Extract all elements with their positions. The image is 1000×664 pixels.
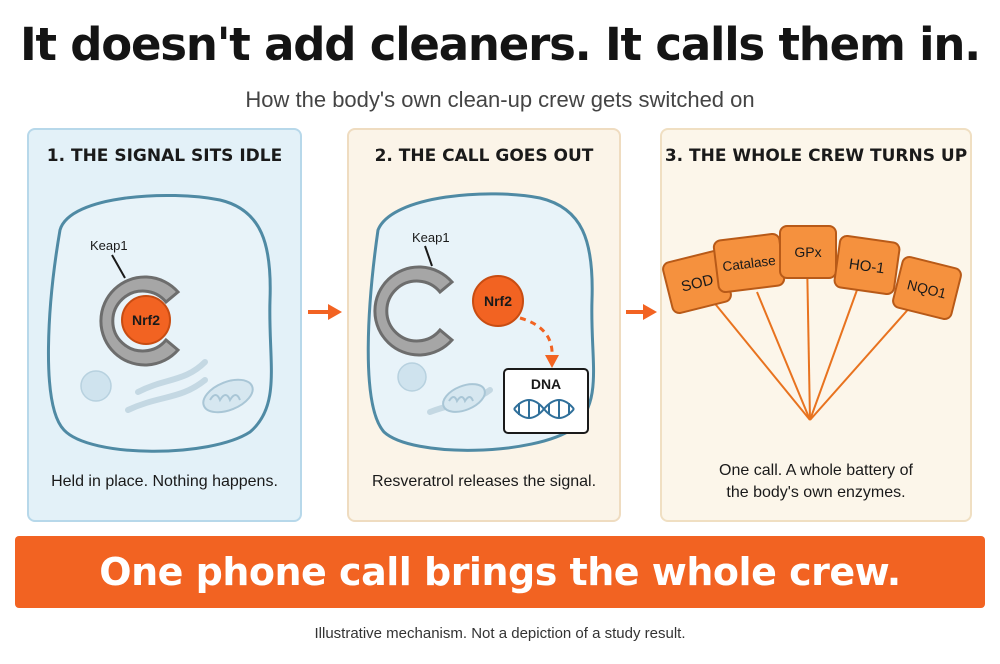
panel-crew-turns-up [660, 128, 972, 522]
endoplasmic-reticulum [125, 359, 208, 413]
page-title: It doesn't add cleaners. It calls them i… [19, 18, 981, 71]
enzyme-catalase: Catalase [712, 232, 786, 294]
panel-caption-1: Held in place. Nothing happens. [51, 473, 278, 490]
panel-caption-2: Resveratrol releases the signal. [371, 473, 597, 490]
panel-title-3: 3. THE WHOLE CREW TURNS UP [664, 146, 968, 166]
keap1-label-2: Keap1 [412, 230, 450, 245]
mitochondrion-icon-2 [442, 383, 486, 413]
vesicle-icon-2 [397, 362, 427, 392]
translocation-arrow [519, 316, 554, 357]
panel-title-2: 2. THE CALL GOES OUT [374, 146, 594, 166]
panel-caption-3-line1: One call. A whole battery of [719, 462, 913, 479]
page-subtitle: How the body's own clean-up crew gets sw… [245, 87, 755, 112]
panel-caption-3-line2: the body's own enzymes. [726, 484, 906, 501]
keap1-shape-1 [99, 275, 181, 367]
keap1-shape-2 [373, 265, 455, 357]
enzyme-gpx: GPx [779, 225, 837, 279]
mitochondrion-icon [202, 378, 254, 414]
panel-title-1: 1. THE SIGNAL SITS IDLE [46, 146, 283, 166]
svg-text:Catalase: Catalase [722, 253, 777, 274]
summary-banner: One phone call brings the whole crew. [15, 536, 985, 608]
dna-helix-icon [513, 399, 575, 419]
footer-note: Illustrative mechanism. Not a depiction … [314, 625, 686, 642]
nrf2-label-1: Nrf2 [132, 312, 160, 328]
panel-caption-3: One call. A whole battery of the body's … [660, 460, 972, 504]
svg-text:HO-1: HO-1 [848, 256, 886, 278]
arrow-right-icon [308, 304, 342, 320]
enzyme-ho1: HO-1 [833, 234, 901, 296]
nrf2-node-1 [121, 295, 171, 345]
nrf2-node-2 [472, 275, 524, 327]
nrf2-label-2: Nrf2 [484, 293, 512, 309]
arrow-right-icon-2 [626, 304, 657, 320]
enzyme-nqo1: NQO1 [892, 256, 962, 320]
vesicle-icon [80, 370, 112, 402]
svg-text:GPx: GPx [794, 244, 821, 260]
enzyme-sod: SOD [662, 250, 732, 314]
keap1-label-1: Keap1 [90, 238, 128, 253]
enzyme-fan-lines [711, 257, 913, 421]
dna-label: DNA [531, 376, 561, 392]
